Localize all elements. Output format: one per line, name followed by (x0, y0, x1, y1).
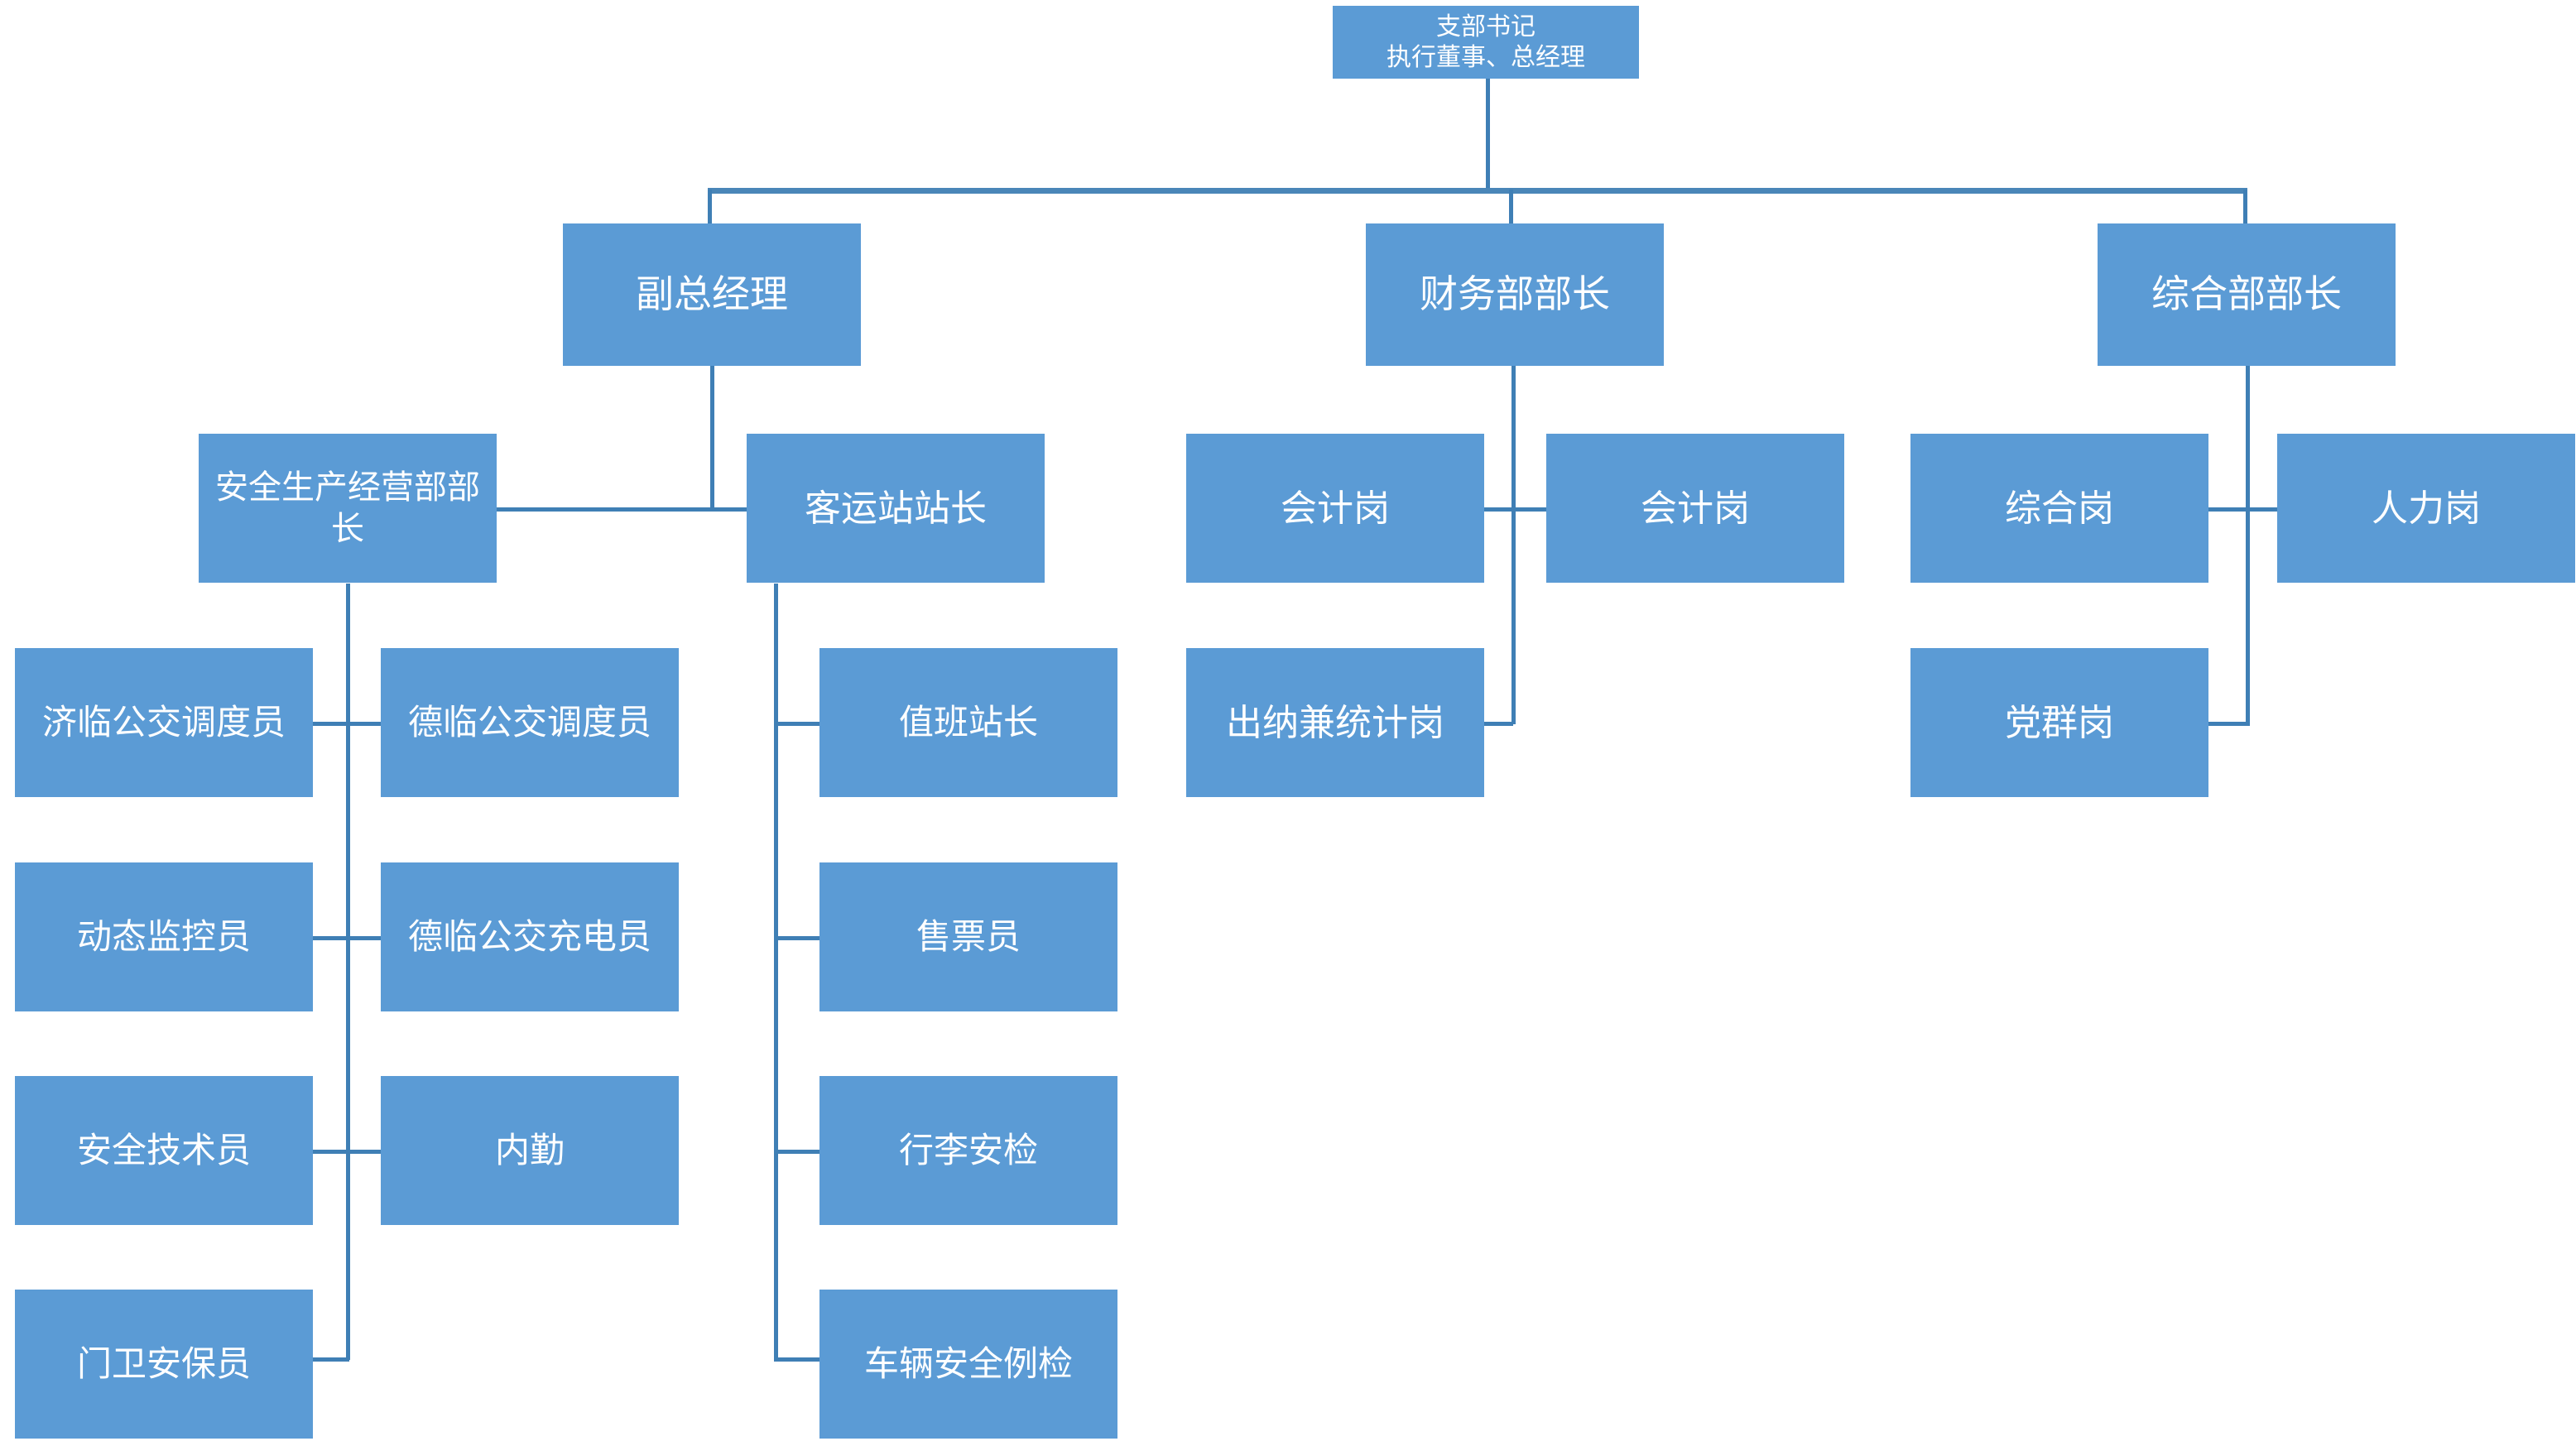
node-vehicle-inspection-label: 车辆安全例检 (863, 1343, 1073, 1383)
node-cashier-stat[interactable]: 出纳兼统计岗 (1186, 648, 1484, 797)
connector-level2-bus (708, 188, 2247, 194)
connector-stub-delin-charger (346, 936, 381, 940)
node-admin-head[interactable]: 综合部部长 (2098, 223, 2396, 366)
node-safety-technician[interactable]: 安全技术员 (15, 1076, 313, 1225)
connector-stub-station-head (710, 507, 747, 512)
node-delin-dispatcher-label: 德临公交调度员 (407, 702, 651, 742)
node-office-clerk[interactable]: 内勤 (381, 1076, 679, 1225)
connector-stub-safety-technician (313, 1150, 349, 1154)
connector-stub-safety-head (497, 507, 712, 512)
node-baggage-security[interactable]: 行李安检 (819, 1076, 1117, 1225)
node-deputy-gm-label: 副总经理 (636, 272, 788, 316)
node-safety-head-label: 安全生产经营部部长 (215, 469, 480, 547)
connector-stub-dynamic-monitor (313, 936, 349, 940)
node-ticket-seller[interactable]: 售票员 (819, 862, 1117, 1011)
connector-stub-baggage-security (774, 1150, 819, 1154)
node-dynamic-monitor[interactable]: 动态监控员 (15, 862, 313, 1011)
node-accounting-2[interactable]: 会计岗 (1546, 434, 1844, 583)
node-hr-post[interactable]: 人力岗 (2277, 434, 2575, 583)
connector-spine-safety-head (346, 584, 350, 1360)
connector-stub-cashier-stat (1469, 722, 1513, 726)
node-root-label: 支部书记 执行董事、总经理 (1387, 12, 1585, 72)
node-jilin-dispatcher[interactable]: 济临公交调度员 (15, 648, 313, 797)
node-safety-head[interactable]: 安全生产经营部部长 (199, 434, 497, 583)
node-accounting-2-label: 会计岗 (1641, 488, 1750, 529)
connector-stub-hr-post (2246, 507, 2277, 512)
connector-stub-ticket-seller (774, 936, 819, 940)
node-station-head-label: 客运站站长 (805, 488, 987, 529)
node-accounting-1-label: 会计岗 (1281, 488, 1390, 529)
node-hr-post-label: 人力岗 (2372, 488, 2481, 529)
connector-stub-duty-chief (774, 722, 819, 726)
node-general-post-label: 综合岗 (2005, 488, 2114, 529)
connector-stub-general-post (2208, 507, 2247, 512)
node-baggage-security-label: 行李安检 (898, 1130, 1038, 1170)
connector-stub-office-clerk (346, 1150, 381, 1154)
connector-spine-deputy-gm (710, 365, 714, 510)
connector-stub-vehicle-inspection (774, 1357, 819, 1362)
node-duty-chief[interactable]: 值班站长 (819, 648, 1117, 797)
connector-spine-station-head (774, 584, 778, 1360)
node-ticket-seller-label: 售票员 (916, 916, 1021, 956)
node-delin-charger[interactable]: 德临公交充电员 (381, 862, 679, 1011)
node-party-post-label: 党群岗 (2005, 702, 2114, 743)
node-party-post[interactable]: 党群岗 (1910, 648, 2208, 797)
node-station-head[interactable]: 客运站站长 (747, 434, 1045, 583)
node-deputy-gm[interactable]: 副总经理 (563, 223, 861, 366)
connector-spine-finance-head (1511, 365, 1516, 724)
node-vehicle-inspection[interactable]: 车辆安全例检 (819, 1290, 1117, 1439)
node-root[interactable]: 支部书记 执行董事、总经理 (1333, 6, 1639, 79)
connector-root-drop (1486, 77, 1490, 190)
connector-stub-accounting-1 (1484, 507, 1513, 512)
connector-stub-party-post (2208, 722, 2250, 726)
connector-stub-jilin-dispatcher (313, 722, 349, 726)
node-general-post[interactable]: 综合岗 (1910, 434, 2208, 583)
node-admin-head-label: 综合部部长 (2151, 272, 2342, 316)
node-delin-dispatcher[interactable]: 德临公交调度员 (381, 648, 679, 797)
node-office-clerk-label: 内勤 (494, 1130, 565, 1170)
node-delin-charger-label: 德临公交充电员 (407, 916, 651, 956)
connector-stub-accounting-2 (1511, 507, 1546, 512)
node-accounting-1[interactable]: 会计岗 (1186, 434, 1484, 583)
connector-spine-admin-head (2246, 365, 2250, 724)
node-dynamic-monitor-label: 动态监控员 (76, 916, 251, 956)
node-jilin-dispatcher-label: 济临公交调度员 (41, 702, 286, 742)
connector-stub-delin-dispatcher (346, 722, 381, 726)
node-safety-technician-label: 安全技术员 (76, 1130, 251, 1170)
node-finance-head-label: 财务部部长 (1420, 272, 1610, 316)
node-duty-chief-label: 值班站长 (898, 702, 1038, 742)
node-finance-head[interactable]: 财务部部长 (1366, 223, 1664, 366)
node-gate-guard-label: 门卫安保员 (76, 1343, 251, 1383)
node-cashier-stat-label: 出纳兼统计岗 (1226, 702, 1444, 743)
node-gate-guard[interactable]: 门卫安保员 (15, 1290, 313, 1439)
connector-stub-gate-guard (313, 1357, 349, 1362)
